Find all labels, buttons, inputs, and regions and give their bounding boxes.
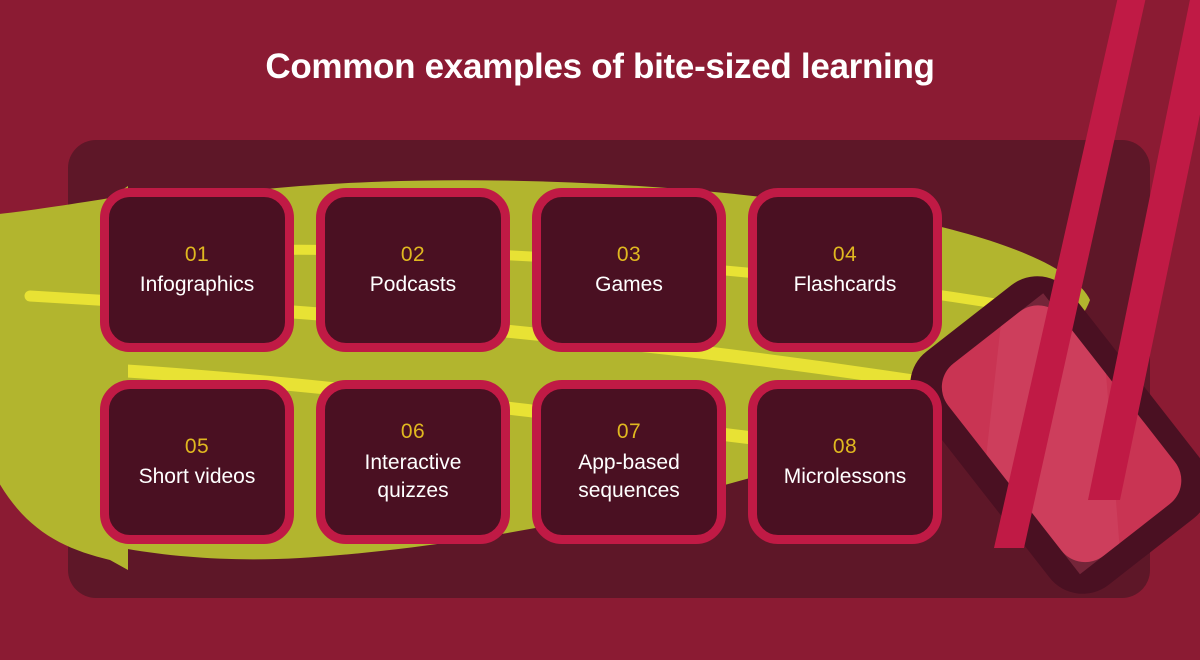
card-number: 06 [400, 420, 426, 444]
card-number: 04 [832, 242, 858, 266]
example-card[interactable]: 06 Interactive quizzes [316, 380, 510, 544]
card-number: 03 [616, 242, 642, 266]
card-label: Short videos [138, 465, 256, 488]
example-card[interactable]: 05 Short videos [100, 380, 294, 544]
card-number: 07 [616, 420, 642, 444]
card-number: 05 [184, 434, 210, 458]
rotated-card-fill [941, 305, 1182, 563]
card-label: Games [595, 273, 663, 296]
card-number: 08 [832, 434, 858, 458]
card-label: App-based sequences [578, 450, 680, 503]
card-label: Infographics [139, 273, 255, 296]
card-label: Podcasts [369, 273, 457, 296]
card-number: 01 [184, 242, 210, 266]
example-card[interactable]: 02 Podcasts [316, 188, 510, 352]
example-card[interactable]: 08 Microlessons [748, 380, 942, 544]
rotated-card-sheen [986, 293, 1120, 575]
example-card[interactable]: 07 App-based sequences [532, 380, 726, 544]
title-container: Common examples of bite-sized learning [0, 46, 1200, 88]
example-card-grid: 01 Infographics 02 Podcasts 03 Games 04 … [100, 188, 1060, 548]
page-title: Common examples of bite-sized learning [265, 47, 935, 86]
card-number: 02 [400, 242, 426, 266]
card-label: Microlessons [783, 465, 907, 488]
rotated-card-decoration [910, 276, 1200, 594]
card-label: Flashcards [793, 273, 897, 296]
example-card[interactable]: 04 Flashcards [748, 188, 942, 352]
example-card[interactable]: 03 Games [532, 188, 726, 352]
pea-pod-left-extension [0, 186, 128, 570]
example-card[interactable]: 01 Infographics [100, 188, 294, 352]
card-label: Interactive quizzes [364, 450, 462, 503]
diagonal-stripes [994, 0, 1200, 548]
diagonal-stripe-1 [994, 0, 1146, 548]
diagonal-stripe-2 [1088, 0, 1200, 500]
